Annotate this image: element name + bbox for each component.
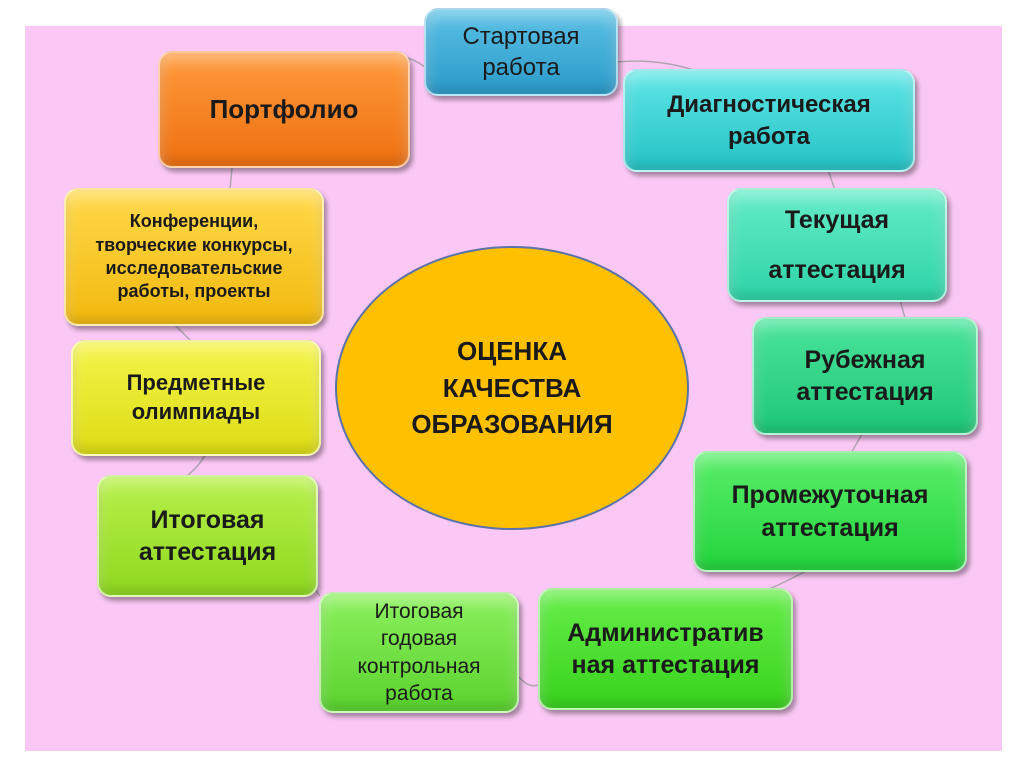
node-label: Итоговая аттестация	[138, 505, 277, 567]
node-label: Конференции, творческие конкурсы, исслед…	[95, 211, 293, 302]
node-subject-olympiads: Предметные олимпиады	[71, 340, 321, 456]
node-label: Стартовая работа	[462, 22, 580, 81]
connector-konf-port	[229, 167, 233, 191]
node-administrative-attestation: Административ ная аттестация	[538, 588, 793, 710]
node-portfolio: Портфолио	[158, 51, 410, 168]
node-milestone-attestation: Рубежная аттестация	[752, 317, 978, 435]
node-final-attestation: Итоговая аттестация	[97, 475, 318, 597]
node-label: Административ ная аттестация	[567, 618, 764, 680]
connector-diag-tek	[827, 169, 836, 191]
node-label: Итоговая годовая контрольная работа	[357, 599, 481, 705]
node-label: Промежуточная аттестация	[731, 481, 929, 542]
node-intermediate-attestation: Промежуточная аттестация	[693, 451, 967, 572]
node-label: Рубежная аттестация	[796, 345, 934, 407]
node-label: Диагностическая работа	[667, 91, 871, 150]
connector-adm-igk	[517, 675, 541, 687]
node-final-annual-test: Итоговая годовая контрольная работа	[319, 592, 519, 713]
center-ellipse: ОЦЕНКА КАЧЕСТВА ОБРАЗОВАНИЯ	[335, 246, 689, 530]
node-label: Предметные олимпиады	[126, 370, 266, 424]
connector-olimp-konf	[174, 324, 191, 341]
node-conferences: Конференции, творческие конкурсы, исслед…	[64, 188, 324, 326]
node-current-attestation: Текущая аттестация	[727, 188, 947, 302]
center-label: ОЦЕНКА КАЧЕСТВА ОБРАЗОВАНИЯ	[411, 336, 613, 440]
node-label: Портфолио	[209, 93, 359, 124]
node-diagnostic-work: Диагностическая работа	[623, 69, 915, 172]
connector-tek-rub	[899, 299, 906, 319]
node-start-work: Стартовая работа	[424, 8, 618, 96]
node-label: Текущая аттестация	[768, 206, 906, 284]
